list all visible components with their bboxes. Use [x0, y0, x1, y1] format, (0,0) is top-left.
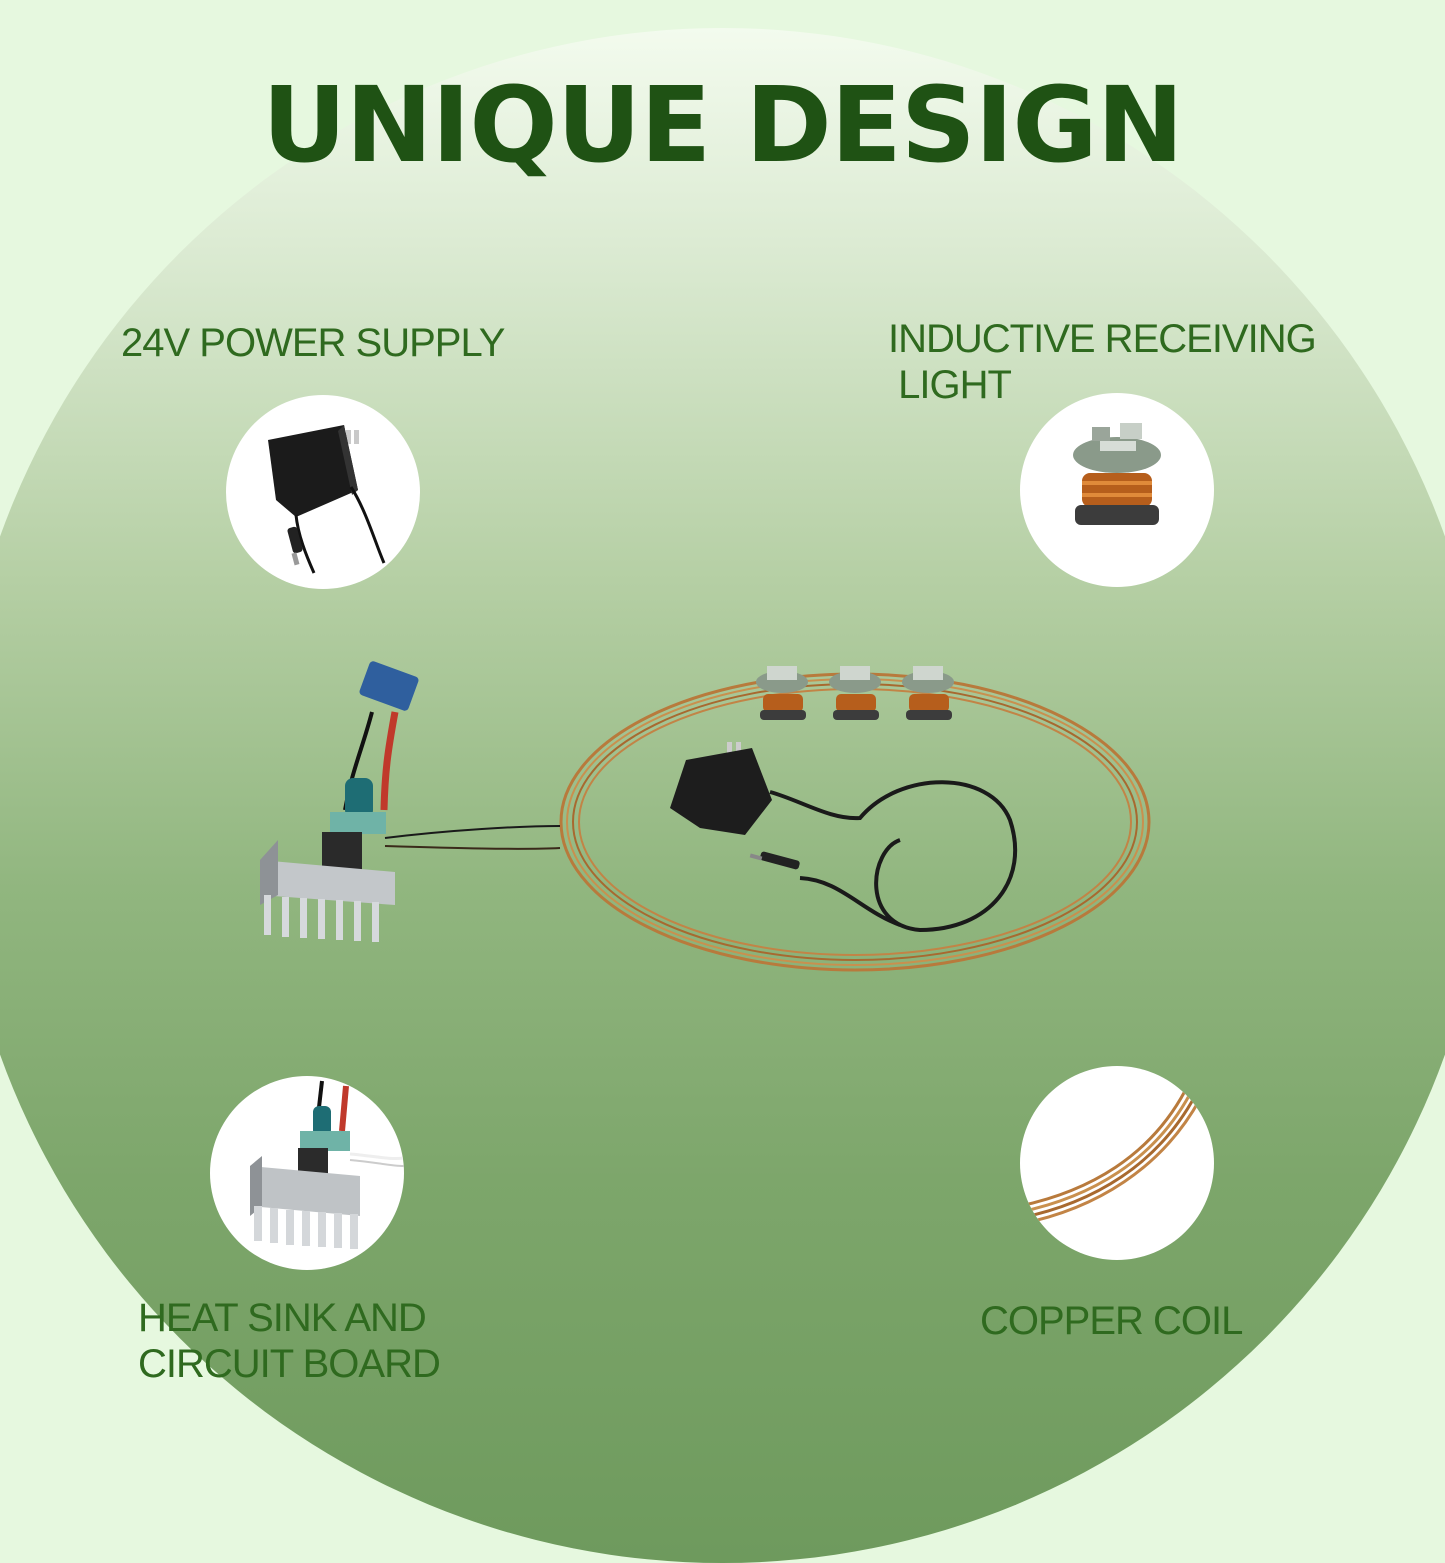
- label-heat-sink: HEAT SINK AND CIRCUIT BOARD: [138, 1296, 441, 1386]
- receiving-light-circle: [1020, 393, 1214, 587]
- copper-coil-circle: [1020, 1066, 1214, 1260]
- copper-coil-icon: [1020, 1090, 1202, 1226]
- page-title: UNIQUE DESIGN: [262, 64, 1184, 186]
- product-assembly-illustration: [260, 661, 1151, 972]
- label-receiving-light: INDUCTIVE RECEIVING LIGHT: [888, 317, 1317, 407]
- heat-sink-circle: [210, 1076, 404, 1270]
- power-adapter-assembly: [670, 742, 1018, 933]
- power-adapter-icon: [268, 425, 386, 574]
- label-power-supply: 24V POWER SUPPLY: [121, 321, 505, 365]
- receiving-light-icon: [1073, 423, 1161, 525]
- heat-sink-board-assembly: [260, 661, 419, 942]
- heat-sink-icon: [250, 1080, 404, 1249]
- power-supply-circle: [226, 395, 420, 589]
- receiving-lights-row: [756, 666, 954, 720]
- label-copper-coil: COPPER COIL: [980, 1299, 1243, 1343]
